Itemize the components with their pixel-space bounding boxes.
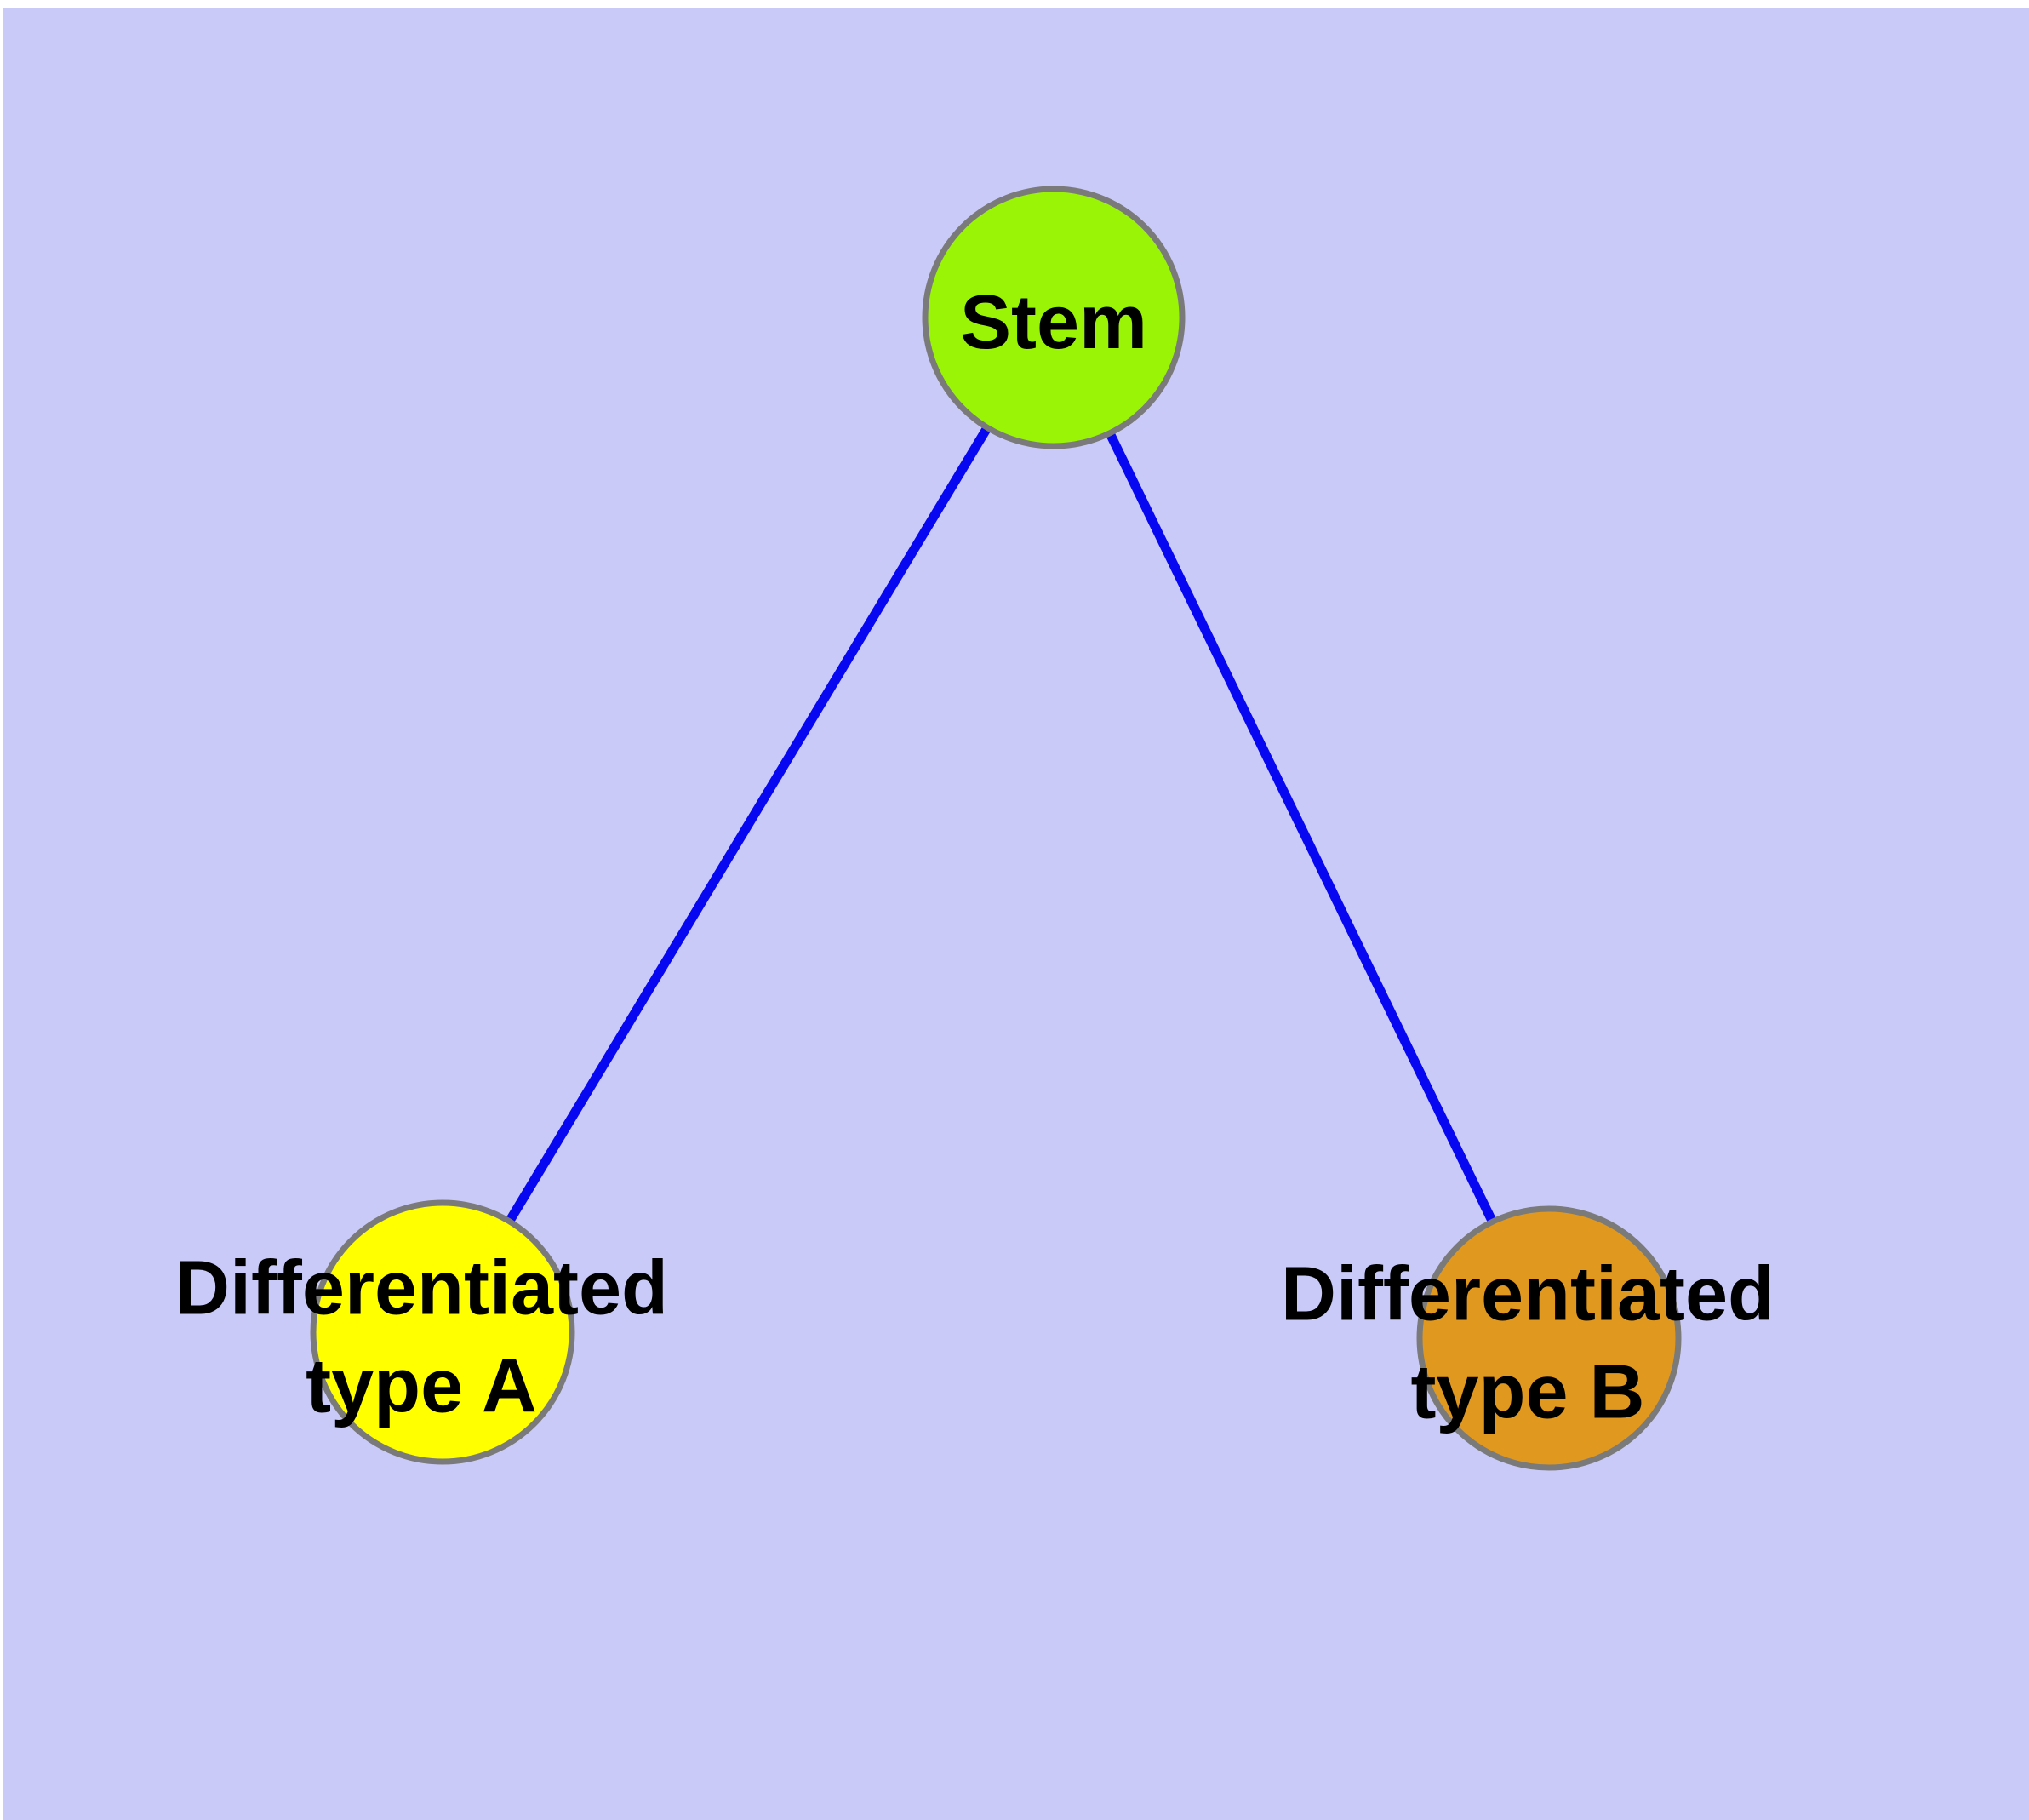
edge-stem-to-type-b <box>1049 315 1553 1341</box>
differentiated-type-a-circle <box>310 1199 575 1465</box>
differentiated-type-b-circle <box>1416 1205 1682 1471</box>
stem-node: Stem <box>922 186 1186 449</box>
stem-node-label: Stem <box>960 280 1147 365</box>
stem-node-circle <box>922 186 1186 449</box>
edge-stem-to-type-a <box>438 315 1058 1335</box>
edge-layer <box>438 315 1553 1341</box>
